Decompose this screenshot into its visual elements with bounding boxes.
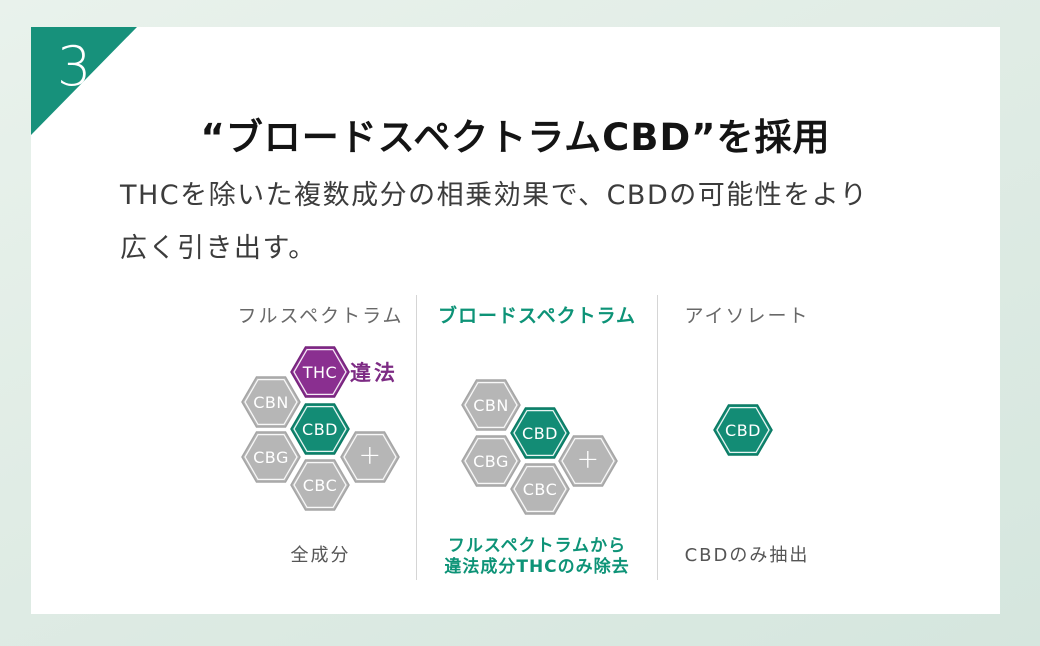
- hexagon-label: CBG: [473, 451, 509, 471]
- column-caption: CBDのみ抽出: [684, 545, 810, 566]
- hexagon-label: CBG: [253, 447, 289, 467]
- caption-line-1: フルスペクトラムから: [447, 536, 627, 556]
- badge-number: 3: [57, 35, 92, 98]
- hexagon-shape: [340, 431, 400, 483]
- hexagon-plus: +: [558, 435, 618, 487]
- hexagon-cbg: CBG: [461, 435, 521, 487]
- hexagon-label: CBD: [725, 420, 761, 440]
- column-caption: 全成分: [290, 545, 351, 566]
- hexagon-cbd: CBD: [290, 403, 350, 455]
- hexagon-label: CBC: [302, 475, 338, 495]
- hexagon-shape: [558, 435, 618, 487]
- column-full-spectrum: フルスペクトラム THC 違法 CBN: [225, 295, 416, 580]
- hexagon-shape: [290, 346, 350, 398]
- vertical-divider: [416, 295, 417, 580]
- column-broad-spectrum: ブロードスペクトラム CBN CBD: [417, 295, 657, 580]
- subtitle: THCを除いた複数成分の相乗効果で、CBDの可能性をより 広く引き出す。: [120, 169, 868, 275]
- column-isolate: アイソレート CBD CBDのみ抽出: [658, 295, 836, 580]
- hexagon-cbc: CBC: [510, 463, 570, 515]
- hexagon-shape: [461, 435, 521, 487]
- subtitle-line-2: 広く引き出す。: [120, 233, 317, 264]
- hexagon-label: CBN: [253, 392, 289, 412]
- hexagon-cbn: CBN: [461, 379, 521, 431]
- hexagon-label: THC: [302, 362, 338, 382]
- hexagon-shape: [290, 459, 350, 511]
- caption-line-2: 違法成分THCのみ除去: [444, 557, 630, 577]
- column-header: アイソレート: [684, 305, 810, 327]
- hexagon-label: CBD: [522, 423, 558, 443]
- hexagon-shape: [713, 404, 773, 456]
- slide-card: 3 “ブロードスペクトラムCBD”を採用 THCを除いた複数成分の相乗効果で、C…: [31, 27, 1000, 614]
- hexagon-plus: +: [340, 431, 400, 483]
- hexagon-cbd: CBD: [510, 407, 570, 459]
- hexagon-cbn: CBN: [241, 376, 301, 428]
- hexagon-label: CBD: [302, 419, 338, 439]
- column-caption: フルスペクトラムから 違法成分THCのみ除去: [417, 536, 657, 578]
- hexagon-label: +: [358, 440, 382, 471]
- hexagon-shape: [241, 431, 301, 483]
- hexagon-label: CBC: [522, 479, 558, 499]
- column-header: ブロードスペクトラム: [437, 305, 637, 327]
- hexagon-shape: [510, 463, 570, 515]
- hexagon-shape: [241, 376, 301, 428]
- hexagon-cbc: CBC: [290, 459, 350, 511]
- spectrum-comparison-diagram: フルスペクトラム THC 違法 CBN: [225, 295, 836, 580]
- hexagon-cbg: CBG: [241, 431, 301, 483]
- hexagon-label: CBN: [473, 395, 509, 415]
- vertical-divider: [657, 295, 658, 580]
- hexagon-shape: [510, 407, 570, 459]
- hexagon-cbd: CBD: [713, 404, 773, 456]
- page-title: “ブロードスペクトラムCBD”を採用: [200, 115, 831, 159]
- hexagon-thc: THC: [290, 346, 350, 398]
- hexagon-shape: [290, 403, 350, 455]
- subtitle-line-1: THCを除いた複数成分の相乗効果で、CBDの可能性をより: [120, 180, 869, 211]
- hexagon-label: +: [576, 444, 600, 475]
- hexagon-shape: [461, 379, 521, 431]
- illegal-annotation: 違法: [350, 361, 398, 385]
- column-header: フルスペクトラム: [237, 305, 404, 327]
